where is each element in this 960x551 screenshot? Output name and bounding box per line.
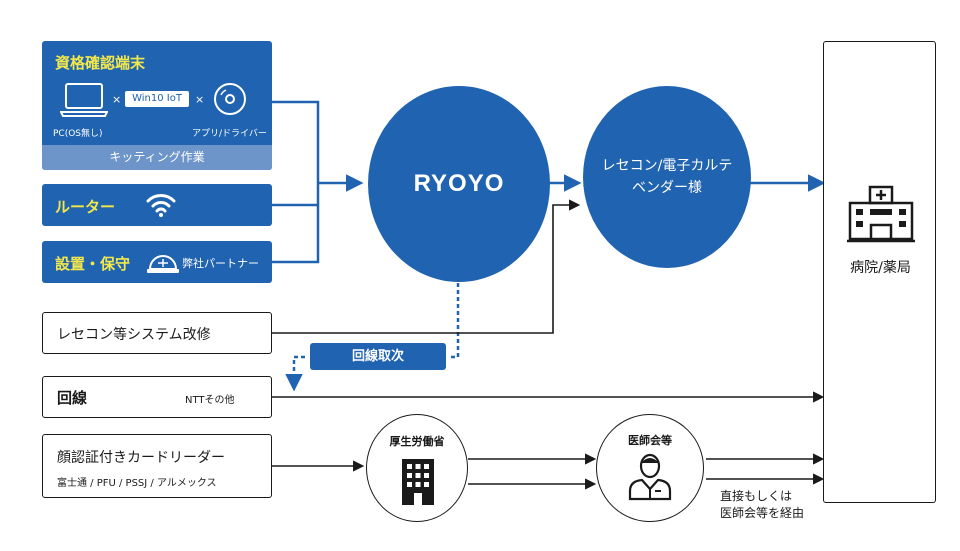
- line-sub: NTTその他: [185, 395, 235, 406]
- route-note: 直接もしくは 医師会等を経由: [720, 488, 804, 522]
- face-reader-title: 顔認証付きカードリーダー: [57, 450, 225, 466]
- vendor-label-line2: ベンダー様: [632, 180, 702, 196]
- hospital-label: 病院/薬局: [850, 260, 911, 276]
- kitting-band: キッティング作業: [42, 145, 272, 170]
- hospital-icon: [847, 185, 915, 243]
- receipt-system-box: レセコン等システム改修: [42, 312, 272, 354]
- times-sign-1: ×: [112, 93, 122, 106]
- qualification-title: 資格確認端末: [55, 54, 146, 72]
- building-icon: [402, 459, 434, 505]
- router-title: ルーター: [55, 198, 116, 216]
- pc-label: PC(OS無し): [53, 129, 103, 139]
- hospital-pharmacy-box: 病院/薬局: [823, 41, 936, 503]
- line-acquire-tag: 回線取次: [310, 343, 446, 370]
- install-title: 設置・保守: [55, 255, 131, 273]
- vendor-label-line1: レセコン/電子カルテ: [601, 158, 733, 174]
- line-box: 回線 NTTその他: [42, 376, 272, 418]
- line-title: 回線: [57, 389, 88, 407]
- route-note-line2: 医師会等を経由: [720, 506, 805, 520]
- mhlw-circle: 厚生労働省: [366, 414, 468, 522]
- mhlw-label: 厚生労働省: [389, 435, 445, 448]
- times-sign-2: ×: [195, 93, 205, 106]
- route-note-line1: 直接もしくは: [720, 489, 793, 503]
- medical-association-circle: 医師会等: [596, 414, 704, 522]
- router-box: ルーター: [42, 184, 272, 226]
- medical-association-label: 医師会等: [628, 434, 672, 447]
- helmet-icon: [147, 255, 179, 273]
- partner-label: 弊社パートナー: [182, 257, 259, 270]
- ryoyo-circle: RYOYO: [368, 86, 550, 282]
- qualification-terminal-box: 資格確認端末 × Win10 IoT × PC(OS無し) アプリ/ドライバー …: [42, 41, 272, 170]
- ryoyo-label: RYOYO: [413, 170, 505, 197]
- app-driver-label: アプリ/ドライバー: [192, 129, 267, 139]
- doctor-icon: [628, 453, 672, 501]
- os-label: Win10 IoT: [125, 91, 189, 107]
- disc-icon: [214, 83, 246, 115]
- face-reader-vendors: 富士通 / PFU / PSSJ / アルメックス: [57, 478, 217, 489]
- wifi-icon: [146, 194, 176, 217]
- face-card-reader-box: 顔認証付きカードリーダー 富士通 / PFU / PSSJ / アルメックス: [42, 434, 272, 498]
- vendor-circle: レセコン/電子カルテ ベンダー様: [583, 86, 751, 268]
- laptop-icon: [60, 83, 108, 117]
- install-maintenance-box: 設置・保守 弊社パートナー: [42, 241, 272, 283]
- receipt-system-title: レセコン等システム改修: [57, 327, 211, 343]
